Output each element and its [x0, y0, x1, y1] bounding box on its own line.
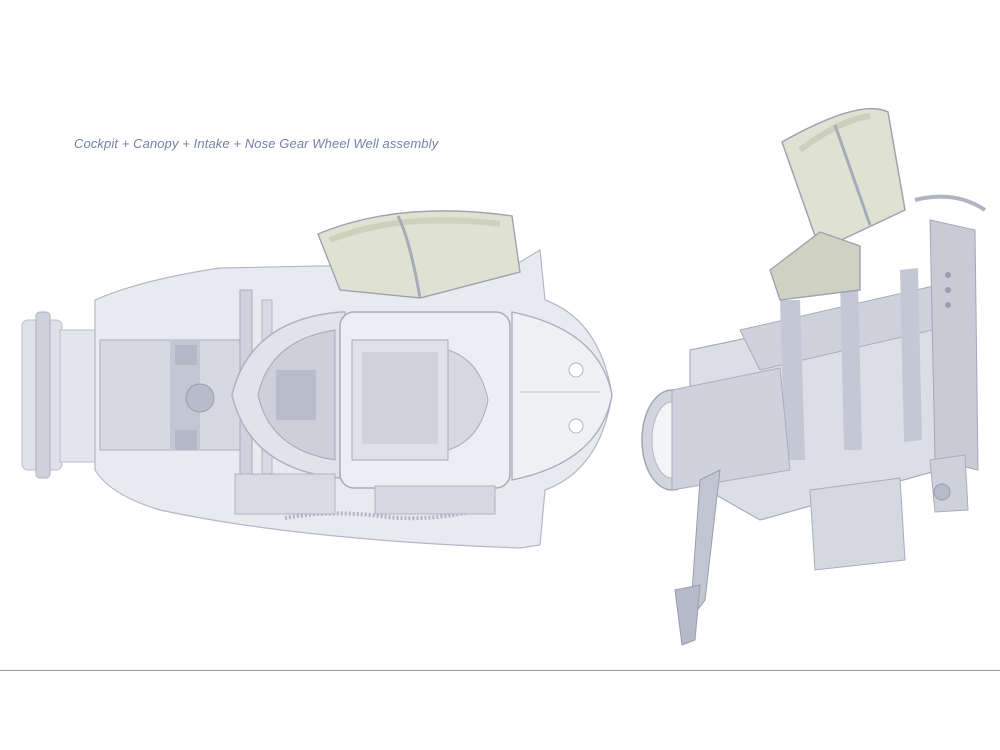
cockpit-top-view-render: [21, 210, 613, 549]
cockpit-isometric-render: [641, 107, 987, 646]
figure-caption: Cockpit + Canopy + Intake + Nose Gear Wh…: [74, 136, 439, 151]
page-divider-line: [0, 670, 1000, 671]
